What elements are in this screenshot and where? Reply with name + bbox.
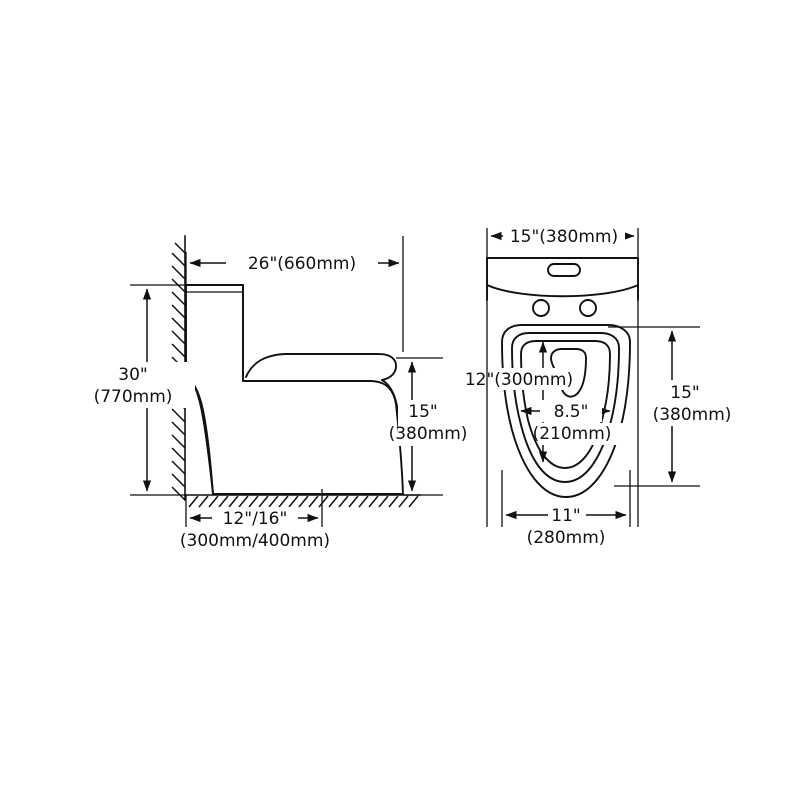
dim-text-bg-bowl-width [548,504,586,526]
dim-label-roughin-inches: 12"/16" [223,509,288,529]
dim-text-bg-seat [398,400,490,446]
floor-hatching [188,495,419,508]
bowl-front-curve [381,379,399,413]
dim-label-height-inches: 30" [118,365,147,385]
dim-label-roughin-mm: (300mm/400mm) [180,531,330,551]
toilet-seat-rim [245,353,397,381]
dim-text-bg-height [103,362,195,408]
mounting-hole-right [579,299,597,317]
mounting-hole-left [532,299,550,317]
dim-label-height-mm: (770mm) [94,387,173,407]
dim-label-seat-height-mm: (380mm) [389,424,468,444]
dim-label-bowl-inner-width-inches: 8.5" [554,402,589,422]
top-view-group: 15"(380mm) 12"(300mm) [464,225,742,548]
dim-label-depth: 26"(660mm) [248,254,356,274]
dim-label-bowl-inner-width-mm: (210mm) [533,424,612,444]
dim-label-right-height-inches: 15" [670,383,699,403]
dim-text-bg-inner-width-mm [538,423,630,445]
dim-label-seat-height-inches: 15" [408,402,437,422]
dim-text-bg-top-width [503,225,625,247]
dim-label-bowl-length: 12"(300mm) [465,370,573,390]
flush-button-icon[interactable] [547,263,581,277]
dim-label-right-height-mm: (380mm) [653,405,732,425]
dim-label-bowl-width-mm: (280mm) [527,528,606,548]
dim-text-bg-right-height [646,380,742,426]
dim-text-bg-inner-width [540,400,602,422]
tank-front-arc [486,284,639,298]
dim-label-bowl-width-inches: 11" [551,506,580,526]
side-view-group: 26"(660mm) 30" (770mm) 15" (380mm) 12"/1… [94,235,490,551]
dim-text-bg-roughin [212,507,298,529]
dim-text-bg-depth [226,252,378,274]
dim-label-top-width: 15"(380mm) [510,227,618,247]
dim-text-bg-bowl-length [464,368,574,390]
